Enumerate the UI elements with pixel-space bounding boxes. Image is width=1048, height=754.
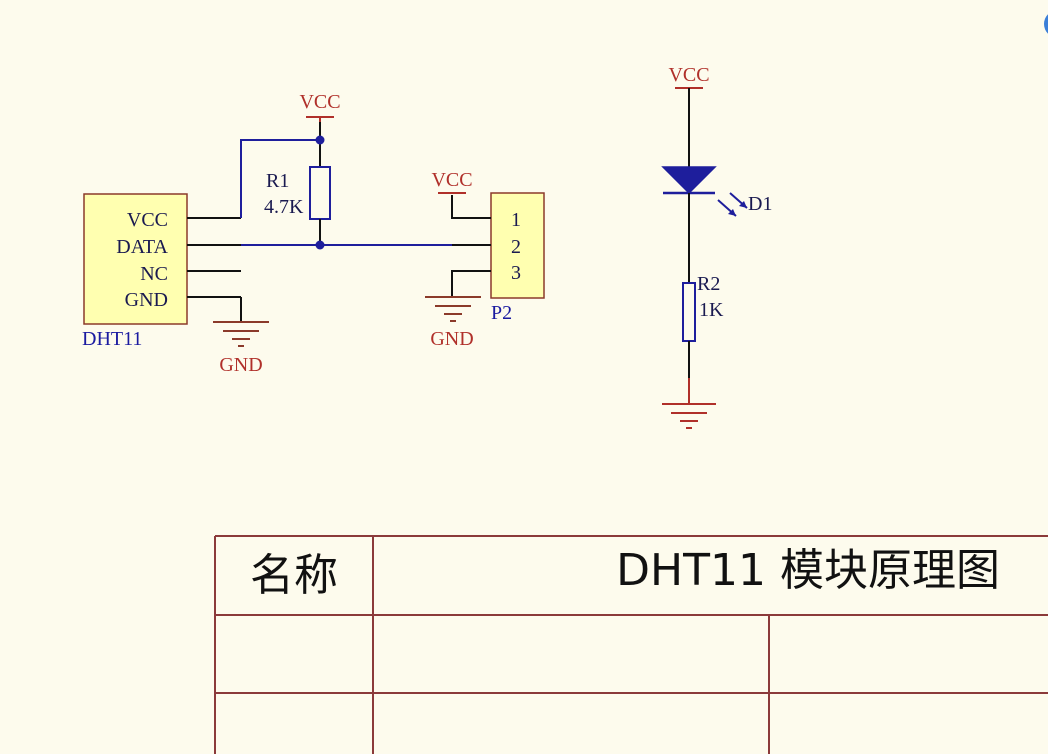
vcc-label: VCC bbox=[299, 91, 340, 113]
corner-badge bbox=[1044, 14, 1048, 34]
junction-dot bbox=[315, 240, 325, 250]
vcc-label: VCC bbox=[668, 64, 709, 86]
dht11-pin-data: DATA bbox=[116, 236, 168, 258]
junction-dot bbox=[315, 135, 325, 145]
r1-resistor: R1 4.7K bbox=[264, 118, 331, 250]
gnd-port-dht11: GND bbox=[213, 297, 269, 376]
dht11-pin-nc: NC bbox=[140, 263, 168, 285]
p2-pin-3: 3 bbox=[511, 262, 521, 284]
dht11-body bbox=[83, 193, 188, 325]
r1-value: 4.7K bbox=[264, 196, 304, 218]
dht11-pin-gnd: GND bbox=[125, 289, 168, 311]
gnd-label: GND bbox=[430, 328, 473, 350]
dht11-sensor: VCC DATA NC GND DHT11 bbox=[82, 193, 241, 350]
wires bbox=[240, 139, 452, 246]
dht11-designator: DHT11 bbox=[82, 328, 142, 350]
r2-ref: R2 bbox=[697, 273, 720, 295]
r2-value: 1K bbox=[699, 299, 724, 321]
d1-ref: D1 bbox=[748, 193, 772, 215]
r1-ref: R1 bbox=[266, 170, 289, 192]
gnd-label: GND bbox=[219, 354, 262, 376]
p2-designator: P2 bbox=[491, 302, 512, 324]
vcc-port-r1: VCC bbox=[299, 91, 341, 122]
title-block-title: DHT11 模块原理图 bbox=[616, 545, 1000, 596]
wire-vcc-pullup bbox=[240, 139, 320, 218]
dht11-pin-vcc: VCC bbox=[127, 209, 168, 231]
title-block-name-label: 名称 bbox=[250, 550, 338, 601]
r1-body bbox=[309, 166, 331, 220]
p2-pin-1: 1 bbox=[511, 209, 521, 231]
r2-resistor bbox=[682, 282, 696, 342]
led-d1 bbox=[661, 166, 717, 195]
vcc-label: VCC bbox=[431, 169, 472, 191]
p2-pin-2: 2 bbox=[511, 236, 521, 258]
gnd-port-p2: GND bbox=[425, 296, 481, 350]
vcc-port-p2: VCC bbox=[431, 169, 473, 194]
p2-connector: 1 2 3 P2 bbox=[451, 192, 545, 324]
title-block: 名称 DHT11 模块原理图 bbox=[214, 535, 1048, 754]
led-circuit: VCC D1 R2 1K bbox=[661, 64, 772, 429]
